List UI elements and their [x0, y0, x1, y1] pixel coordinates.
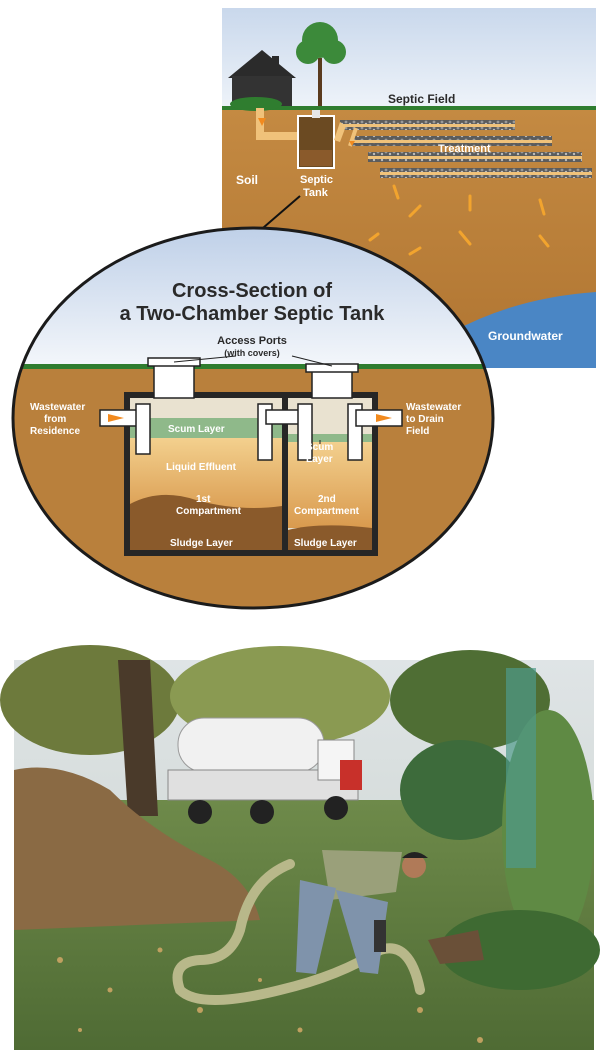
house-icon	[228, 50, 296, 111]
ground-line	[222, 106, 596, 110]
sludge-layer-1	[130, 494, 282, 550]
septic-tank-label-line2: Tank	[303, 187, 329, 199]
cross-section-oval: Cross-Section of a Two-Chamber Septic Ta…	[11, 226, 495, 610]
wastewater-from-line1: Wastewater	[30, 402, 85, 413]
title-line1: Cross-Section of	[172, 280, 332, 302]
septic-tank-cross-section	[124, 392, 378, 556]
first-compartment-line2: Compartment	[176, 506, 242, 517]
seepage-arrows	[368, 184, 550, 256]
first-compartment-line1: 1st	[196, 494, 211, 505]
title-line2: a Two-Chamber Septic Tank	[120, 303, 386, 325]
trellis	[506, 668, 536, 868]
sludge-layer-2	[288, 525, 372, 550]
tree-trunk	[118, 660, 158, 816]
access-leader-2	[291, 355, 333, 367]
sludge-layer-label-2: Sludge Layer	[294, 538, 357, 549]
wastewater-to-line1: Wastewater	[406, 402, 461, 413]
ground-cover	[440, 910, 600, 990]
treatment-label: Treatment	[438, 143, 491, 155]
fallen-leaves	[57, 947, 483, 1043]
inlet-pipe	[99, 403, 151, 455]
access-port-2	[305, 363, 359, 399]
access-ports-label: Access Ports	[217, 335, 287, 347]
second-compartment-line2: Compartment	[294, 506, 360, 517]
wastewater-to-line2: to Drain	[406, 414, 444, 425]
scum-layer-1	[130, 418, 282, 438]
sludge-layer-label-1: Sludge Layer	[170, 538, 233, 549]
transfer-pipe	[257, 403, 313, 461]
wastewater-from-line3: Residence	[30, 426, 80, 437]
scum-layer-label-2a: Scum	[306, 442, 333, 453]
tank-lid	[428, 930, 484, 964]
with-covers-label: (with covers)	[224, 348, 280, 358]
shrub-right	[400, 740, 520, 840]
tree-icon	[296, 22, 346, 106]
second-compartment-line1: 2nd	[318, 494, 336, 505]
worker	[296, 850, 428, 974]
septic-field-label: Septic Field	[388, 92, 455, 106]
scum-layer-label-1: Scum Layer	[168, 424, 225, 435]
dirt-pile	[14, 767, 260, 930]
access-port-1	[147, 357, 201, 399]
septic-truck	[167, 717, 362, 824]
access-leader-1	[173, 355, 237, 363]
pumping-photo	[0, 645, 600, 1050]
septic-tank-small	[297, 110, 335, 169]
wastewater-from-line2: from	[44, 414, 66, 425]
drain-field-trenches	[334, 120, 592, 178]
outlet-pipe	[347, 403, 403, 461]
soil-label: Soil	[236, 173, 258, 187]
groundwater-label: Groundwater	[488, 329, 563, 343]
scum-layer-2	[288, 434, 372, 442]
scum-layer-label-2b: Layer	[306, 454, 333, 465]
house-pipe	[256, 108, 300, 140]
wastewater-to-line3: Field	[406, 426, 429, 437]
septic-tank-label-line1: Septic	[300, 174, 333, 186]
liquid-effluent-label: Liquid Effluent	[166, 462, 237, 473]
